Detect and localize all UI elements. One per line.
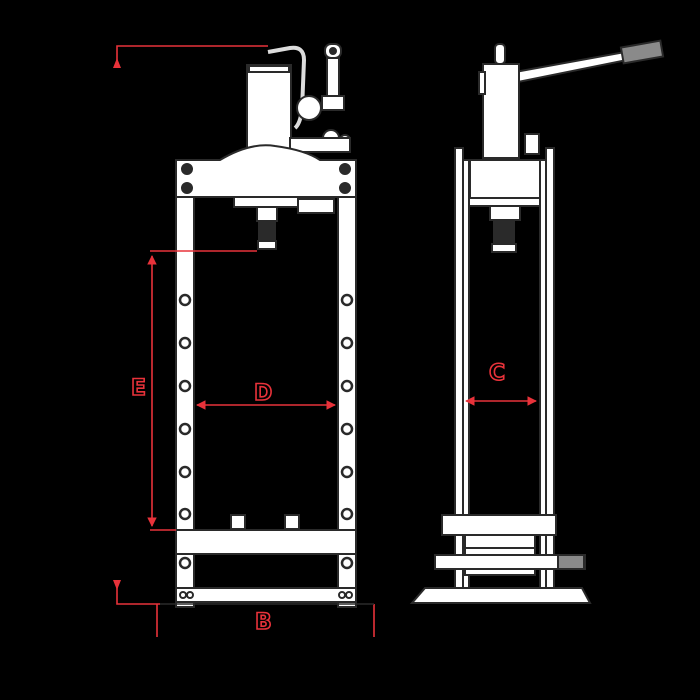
head-beam [175,144,357,198]
side-base-plate [409,587,592,604]
ram [256,206,278,222]
pressure-gauge [296,95,322,121]
pump-handle [513,50,629,84]
front-view [175,43,357,608]
side-view [409,39,665,604]
base-foot [175,587,357,603]
overall-height-bottom-marker [116,580,160,605]
dimension-label-D: D [253,380,273,407]
side-pump [482,63,520,159]
hydraulic-hose [267,45,307,130]
pump-cylinder [246,64,292,154]
dimension-lines [113,45,537,637]
handle-grip [619,39,665,65]
side-head [469,159,541,199]
press-bed [175,529,357,555]
overall-height-top-marker [116,45,268,68]
dimension-label-C: C [488,360,506,387]
dimension-label-E: E [130,375,147,402]
dimension-label-B: B [254,609,272,636]
